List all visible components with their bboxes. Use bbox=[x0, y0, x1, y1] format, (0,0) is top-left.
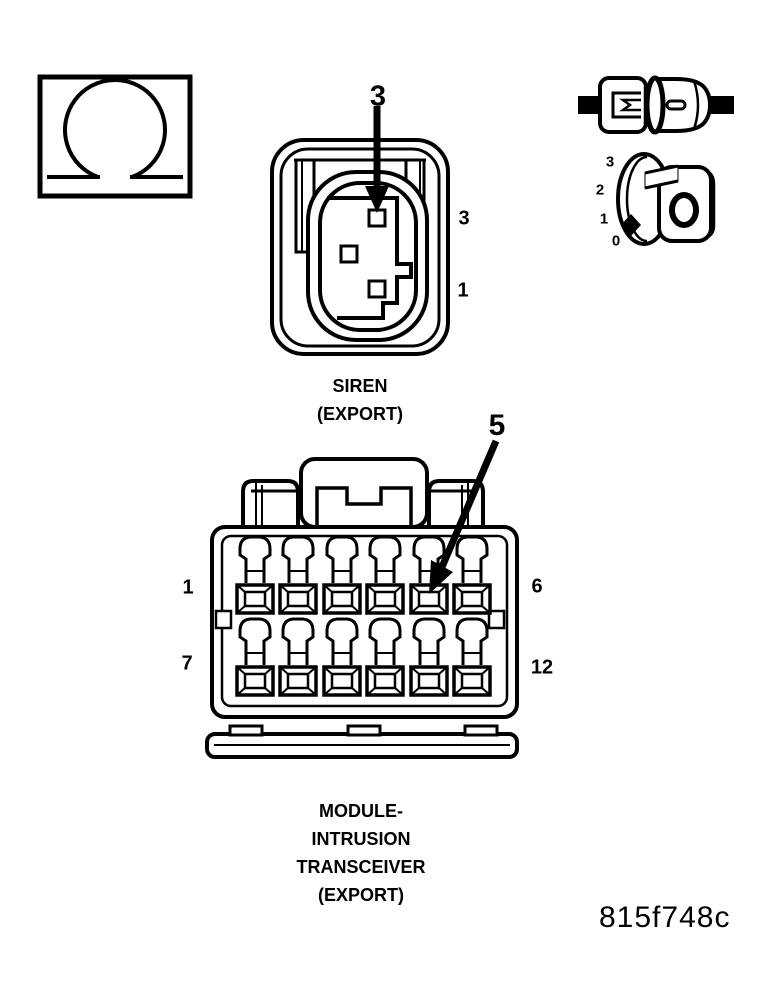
siren-caption-line1: SIREN bbox=[332, 376, 388, 396]
ignition-position-1: 1 bbox=[599, 210, 609, 228]
module-caption-line1: MODULE- bbox=[319, 801, 403, 821]
siren-caption: SIREN (EXPORT) bbox=[260, 372, 460, 428]
siren-pin-label-top: 3 bbox=[458, 207, 470, 230]
key-head-hole bbox=[669, 192, 699, 228]
siren-pin-label-bottom: 1 bbox=[457, 279, 469, 302]
ignition-key-icon bbox=[616, 152, 716, 246]
module-callout-arrow bbox=[429, 439, 500, 594]
siren-caption-line2: (EXPORT) bbox=[316, 404, 403, 424]
ignition-position-marker bbox=[621, 214, 641, 236]
siren-connector-drawing bbox=[270, 138, 450, 356]
ignition-position-0: 0 bbox=[611, 232, 621, 250]
module-pin-label-6: 6 bbox=[531, 575, 543, 598]
ignition-position-3: 3 bbox=[605, 153, 615, 171]
siren-pin-1 bbox=[367, 279, 387, 299]
siren-callout-arrow bbox=[365, 106, 389, 213]
module-pin-label-1: 1 bbox=[182, 576, 194, 599]
siren-pin-2 bbox=[339, 244, 359, 264]
module-caption-line3: TRANSCEIVER bbox=[296, 857, 426, 877]
figure-code: 815f748c bbox=[599, 901, 731, 934]
module-caption-line2: INTRUSION bbox=[311, 829, 411, 849]
module-caption-line4: (EXPORT) bbox=[317, 885, 404, 905]
module-pin-label-12: 12 bbox=[530, 656, 554, 679]
disconnect-icon bbox=[578, 75, 734, 135]
module-callout-number: 5 bbox=[488, 409, 506, 442]
module-pin-label-7: 7 bbox=[181, 652, 193, 675]
module-caption: MODULE- INTRUSION TRANSCEIVER (EXPORT) bbox=[261, 797, 461, 909]
siren-callout-number: 3 bbox=[369, 80, 387, 113]
ignition-position-2: 2 bbox=[595, 181, 605, 199]
ohmmeter-icon bbox=[37, 74, 193, 199]
